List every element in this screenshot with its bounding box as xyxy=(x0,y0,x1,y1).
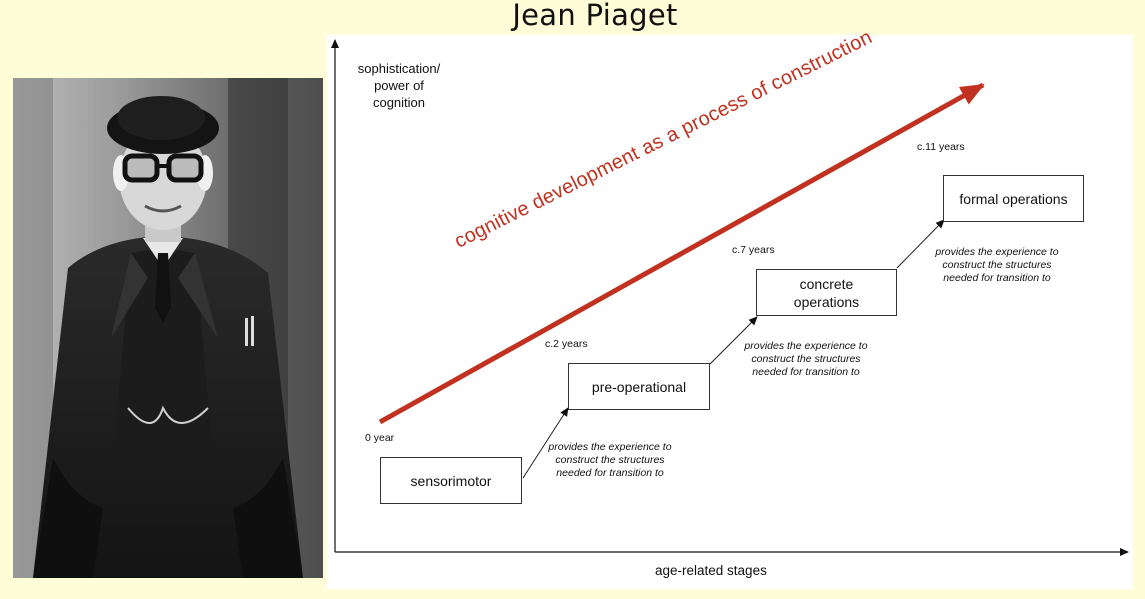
age-label-formal-operations: c.11 years xyxy=(917,141,965,153)
trend-arrow xyxy=(378,82,985,425)
slide-title: Jean Piaget xyxy=(512,0,678,32)
portrait-photo xyxy=(13,78,323,578)
y-axis-label: sophistication/ power of cognition xyxy=(357,61,441,110)
age-label-pre-operational: c.2 years xyxy=(545,338,588,350)
stage-box-sensorimotor: sensorimotor xyxy=(380,457,522,504)
stage-box-formal-operations: formal operations xyxy=(943,175,1084,222)
stage-box-concrete-operations: concrete operations xyxy=(756,269,897,316)
connector-3 xyxy=(896,219,945,269)
connector-2 xyxy=(709,316,758,365)
transition-note-2: provides the experience to construct the… xyxy=(744,340,868,378)
age-label-concrete-operations: c.7 years xyxy=(732,244,775,256)
x-axis-label: age-related stages xyxy=(655,563,767,578)
transition-note-1: provides the experience to construct the… xyxy=(548,441,672,479)
portrait-illustration xyxy=(13,78,323,578)
stage-box-pre-operational: pre-operational xyxy=(568,363,710,410)
transition-note-3: provides the experience to construct the… xyxy=(935,246,1059,284)
connector-1 xyxy=(522,407,569,479)
age-label-sensorimotor: 0 year xyxy=(365,432,395,444)
